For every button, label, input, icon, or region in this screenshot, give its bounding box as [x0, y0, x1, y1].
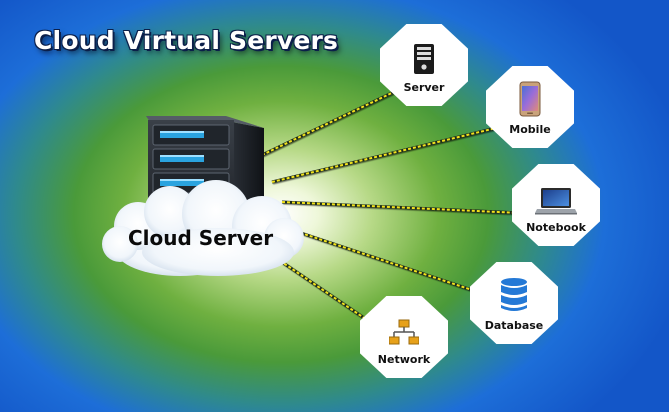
link-mobile	[271, 126, 497, 184]
node-database: Database	[470, 262, 558, 344]
node-database-label: Database	[484, 319, 544, 332]
node-server: Server	[380, 24, 468, 106]
link-database	[285, 226, 479, 294]
server-tower-icon	[414, 44, 434, 74]
node-notebook-label: Notebook	[526, 221, 586, 234]
link-notebook	[281, 200, 521, 215]
network-icon	[389, 319, 419, 345]
cloud-server-label: Cloud Server	[128, 226, 274, 250]
smartphone-icon	[519, 81, 541, 117]
node-mobile: Mobile	[486, 66, 574, 148]
database-icon	[501, 278, 527, 311]
node-network: Network	[360, 296, 448, 378]
node-server-label: Server	[403, 81, 445, 94]
node-network-label: Network	[377, 353, 431, 366]
cloud-shape	[102, 180, 304, 276]
laptop-icon	[535, 188, 577, 215]
link-server	[261, 88, 399, 157]
node-mobile-label: Mobile	[509, 123, 551, 136]
link-network	[275, 256, 371, 324]
page-title: Cloud Virtual Servers	[34, 26, 339, 55]
node-notebook: Notebook	[512, 164, 600, 246]
